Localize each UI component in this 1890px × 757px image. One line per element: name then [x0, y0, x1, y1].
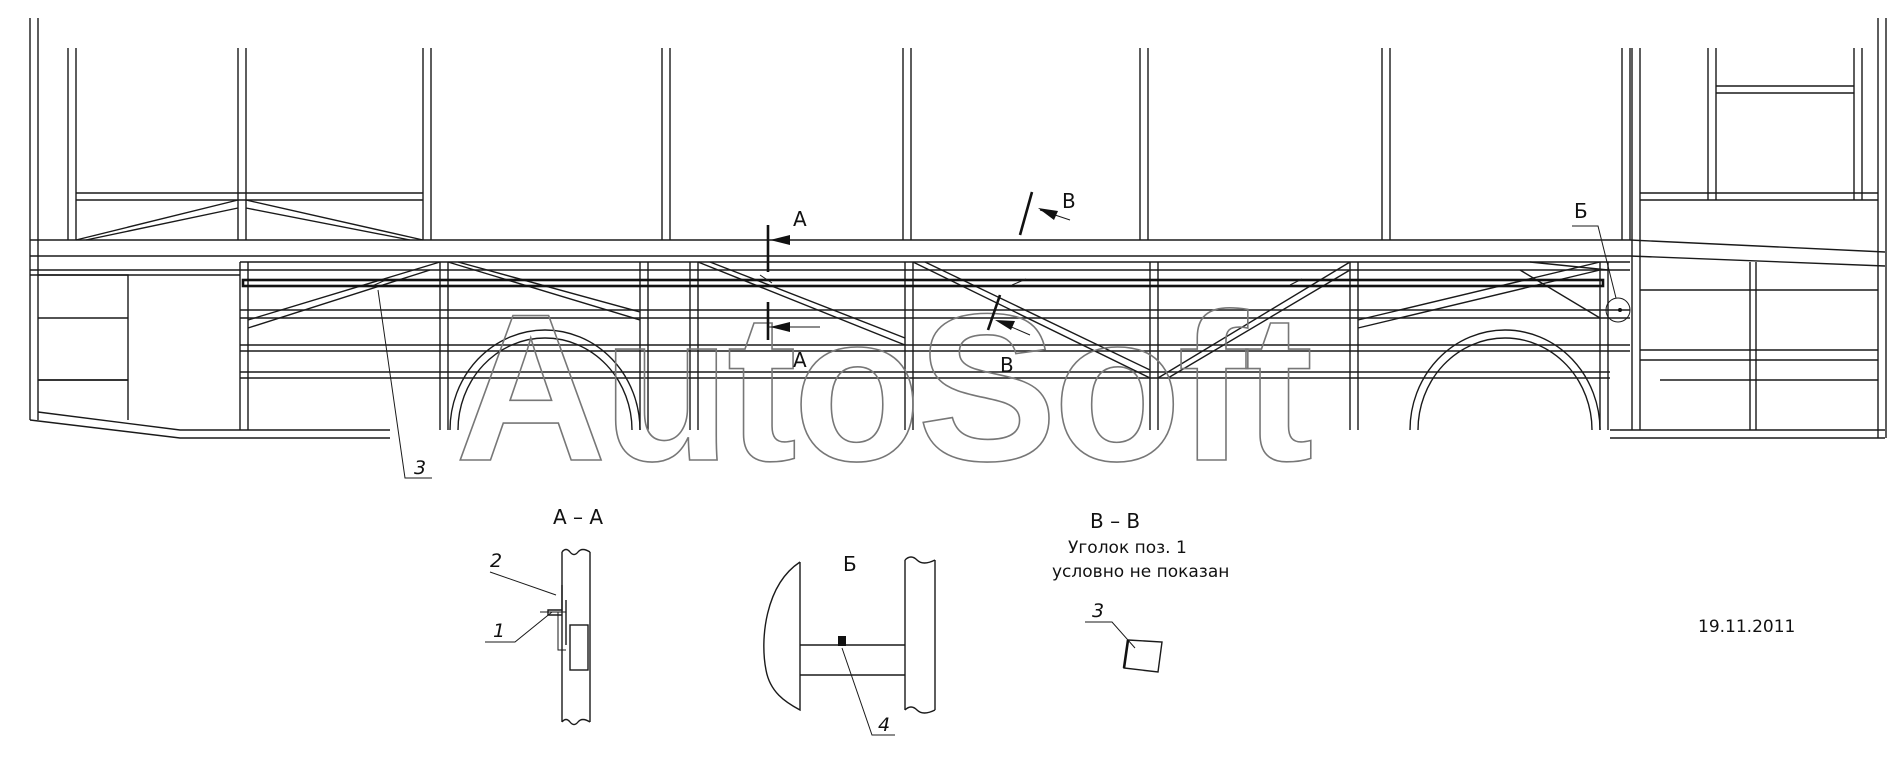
position-1-label: 1 — [493, 620, 505, 642]
position-4-label: 4 — [878, 714, 890, 736]
drawing-date: 19.11.2011 — [1698, 617, 1795, 637]
watermark: AutoSoft — [455, 270, 1311, 505]
position-3-callout: 3 — [377, 289, 432, 479]
detail-b-circle — [1605, 297, 1631, 323]
section-v-top-label: В — [1062, 189, 1076, 213]
section-aa-title: А – А — [553, 505, 603, 529]
section-mark-v: В В — [986, 189, 1076, 377]
svg-text:3: 3 — [414, 457, 426, 479]
trailer-frame — [29, 18, 1887, 439]
section-mark-a: А А — [766, 207, 820, 372]
position-3-detail-label: 3 — [1092, 600, 1104, 622]
section-a-bottom-label: А — [793, 348, 807, 372]
section-vv-title: В – В — [1090, 509, 1140, 533]
section-vv-view: В – В Уголок поз. 1 условно не показан 3 — [1052, 509, 1229, 673]
angle-bar — [241, 278, 1605, 288]
note-line-2: условно не показан — [1052, 562, 1229, 582]
section-a-top-label: А — [793, 207, 807, 231]
position-2-label: 2 — [490, 550, 502, 572]
section-aa-view: А – А 2 1 — [485, 505, 603, 726]
section-v-bottom-label: В — [1000, 353, 1014, 377]
view-b-detail: Б 4 — [763, 552, 936, 736]
detail-b-callout-label: Б — [1574, 199, 1588, 223]
note-line-1: Уголок поз. 1 — [1068, 538, 1187, 558]
view-b-title: Б — [843, 552, 857, 576]
